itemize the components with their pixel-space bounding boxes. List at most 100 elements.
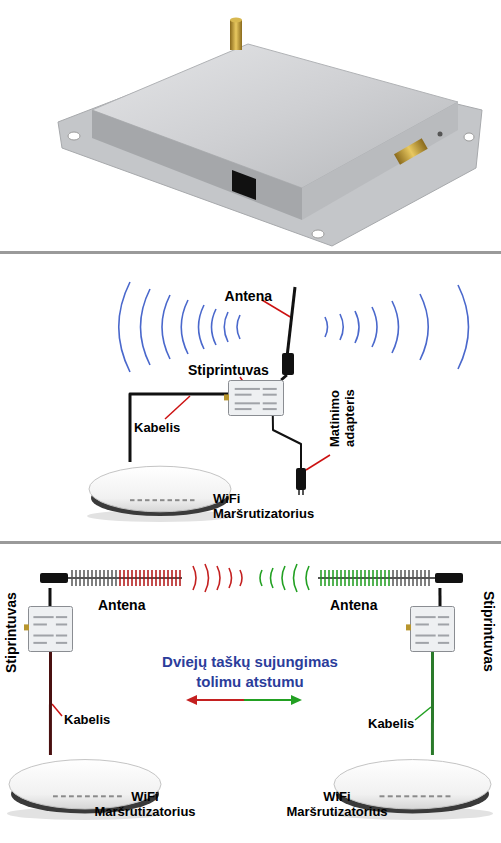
node-label: WiFi Maršrutizatorius xyxy=(80,790,210,819)
antenna-element xyxy=(163,570,165,586)
wave-arc xyxy=(325,317,328,337)
wave-arc xyxy=(205,564,209,592)
antenna-element xyxy=(87,570,89,586)
wave-arc xyxy=(294,564,298,592)
case-marking xyxy=(415,642,429,644)
cable-connector xyxy=(49,652,52,755)
leader-lines xyxy=(52,300,431,798)
router-shell xyxy=(89,466,231,512)
case-marking xyxy=(33,635,53,637)
antenna-element xyxy=(107,570,109,586)
arrow-head xyxy=(291,695,302,705)
separator xyxy=(0,541,501,544)
cable-label: Kabelis xyxy=(368,716,414,731)
case-marking xyxy=(235,388,260,390)
arrow-head xyxy=(186,695,197,705)
antenna-element xyxy=(103,570,105,586)
router-led xyxy=(437,795,442,797)
node-label: Antena xyxy=(98,598,158,614)
antenna-element xyxy=(392,570,394,586)
leader-line xyxy=(52,704,62,716)
cable-connector xyxy=(273,416,301,468)
antenna-element xyxy=(428,570,430,586)
node-label: WiFi Maršrutizatorius xyxy=(272,790,402,819)
wave-arc xyxy=(306,566,309,590)
antenna-element xyxy=(376,570,378,586)
antenna-element xyxy=(139,570,141,586)
wifi-router: WiFi Maršrutizatorius xyxy=(5,755,165,820)
wave-arc xyxy=(224,312,228,342)
case-marking xyxy=(33,623,47,625)
wave-arc xyxy=(340,314,343,340)
router-led xyxy=(175,499,180,501)
antenna-element xyxy=(131,570,133,586)
router-led xyxy=(130,499,135,501)
router-led xyxy=(160,499,165,501)
router-led xyxy=(61,795,66,797)
antenna-element xyxy=(328,570,330,586)
antenna-element xyxy=(336,570,338,586)
antenna-element xyxy=(111,570,113,586)
yagi-antenna: Antena xyxy=(40,568,182,588)
antenna-element xyxy=(380,570,382,586)
node-outline xyxy=(410,606,455,652)
case-right-face xyxy=(302,102,458,220)
case-marking xyxy=(56,635,67,637)
wave-arc xyxy=(229,568,232,588)
node-label: Matinimo adapteris xyxy=(328,376,357,461)
case-marking xyxy=(56,642,67,644)
case-marking xyxy=(415,623,429,625)
cable-connector xyxy=(438,588,441,606)
antenna-element xyxy=(388,570,390,586)
antenna-element xyxy=(115,570,117,586)
antenna-rod xyxy=(287,287,295,357)
case-top xyxy=(92,44,458,188)
antenna-element xyxy=(384,570,386,586)
sma-connector xyxy=(230,20,242,50)
wave-arc xyxy=(181,300,188,354)
case-marking xyxy=(438,623,449,625)
router-led xyxy=(388,795,393,797)
node-outline xyxy=(85,462,235,522)
router-led xyxy=(93,795,98,797)
yagi-antenna: Antena xyxy=(318,568,463,588)
wave-arc xyxy=(217,566,220,590)
case-marking xyxy=(235,394,252,396)
cable-connector xyxy=(431,652,434,755)
node-outline xyxy=(278,285,300,375)
wave-arc xyxy=(392,301,399,353)
antenna-element xyxy=(344,570,346,586)
router-led xyxy=(69,795,74,797)
node-label: WiFi Maršrutizatorius xyxy=(213,492,338,521)
antenna-element xyxy=(404,570,406,586)
screw-hole xyxy=(464,133,474,141)
antenna-element xyxy=(420,570,422,586)
router-led xyxy=(183,499,188,501)
antenna-element xyxy=(364,570,366,586)
case-marking xyxy=(263,388,277,390)
wave-arc xyxy=(260,570,262,586)
antenna-element xyxy=(147,570,149,586)
antenna-element xyxy=(79,570,81,586)
wave-arc xyxy=(237,315,240,339)
router-led xyxy=(413,795,418,797)
wave-arc xyxy=(162,295,170,359)
antenna-element xyxy=(412,570,414,586)
antenna-element xyxy=(356,570,358,586)
case-marking xyxy=(235,402,260,404)
antenna-element xyxy=(348,570,350,586)
wave-arc xyxy=(372,307,377,347)
plug-prong xyxy=(298,490,300,495)
wave-arc xyxy=(282,566,285,590)
router-led xyxy=(101,795,106,797)
power-adapter: Matinimo adapteris xyxy=(296,468,306,490)
cable-connector xyxy=(48,588,51,606)
rf-port xyxy=(224,394,229,400)
node-label: Stiprintuvas xyxy=(4,578,20,688)
antenna-element xyxy=(372,570,374,586)
screw-hole xyxy=(68,132,80,140)
antenna-element xyxy=(360,570,362,586)
case-marking xyxy=(235,408,252,410)
antenna-element xyxy=(324,570,326,586)
